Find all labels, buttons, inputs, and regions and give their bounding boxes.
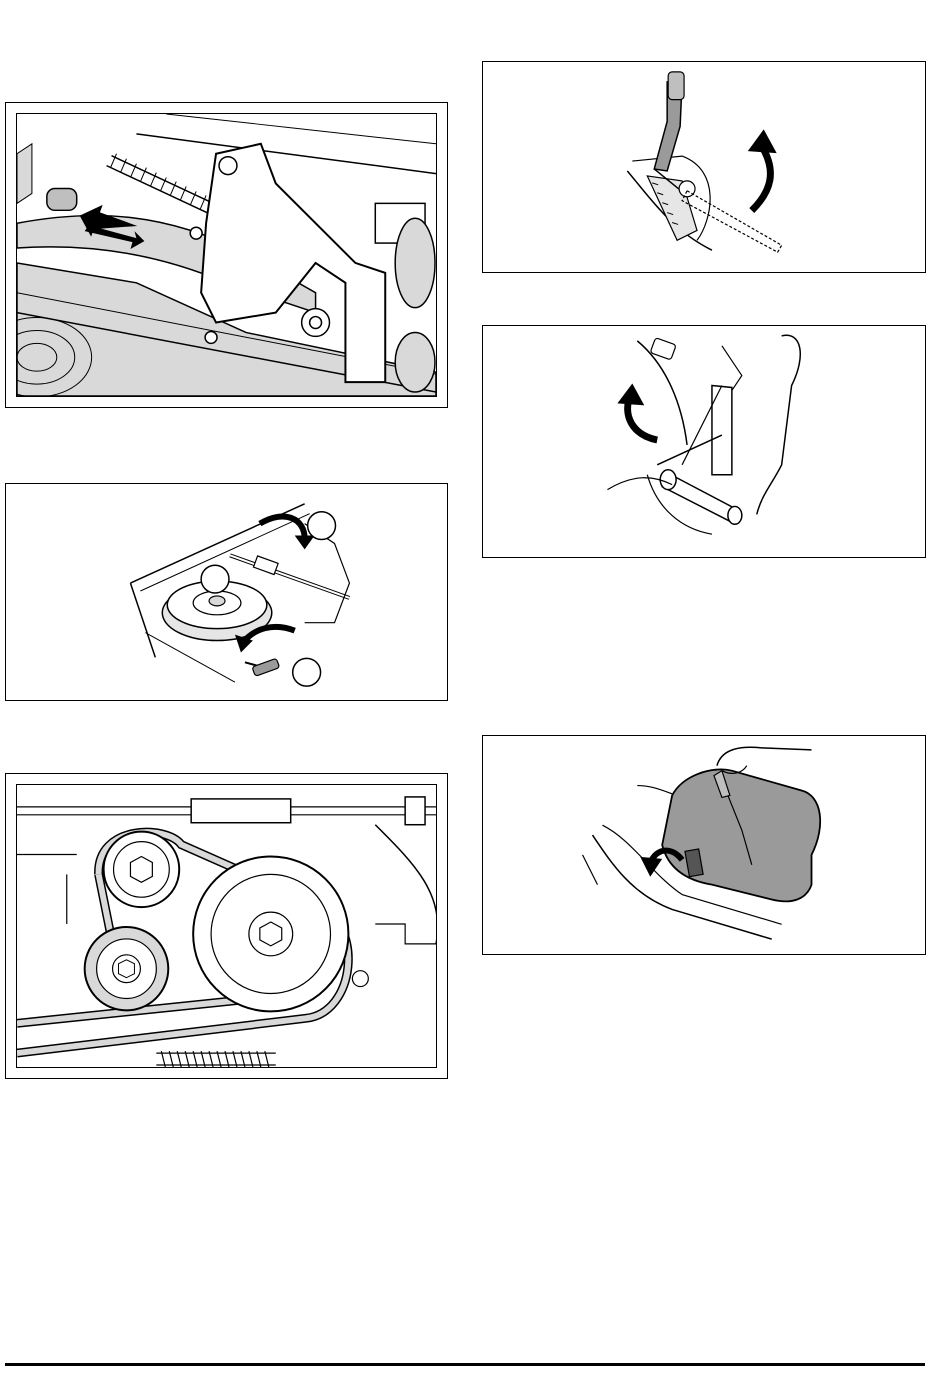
figure-lever-spring-image <box>16 113 437 397</box>
figure-lever-raise <box>482 61 926 273</box>
figure-handle-rotate <box>482 325 926 558</box>
figure-cover-removal <box>482 735 926 955</box>
figure-belt-drive-image <box>16 784 437 1068</box>
figure-pulley-callouts <box>5 483 448 701</box>
footer-rule <box>5 1363 925 1366</box>
figure-belt-drive <box>5 773 448 1079</box>
callout-circle-3 <box>293 658 321 686</box>
callout-circle-2 <box>201 565 229 593</box>
callout-circle-1 <box>308 512 336 540</box>
figure-lever-spring <box>5 102 448 408</box>
